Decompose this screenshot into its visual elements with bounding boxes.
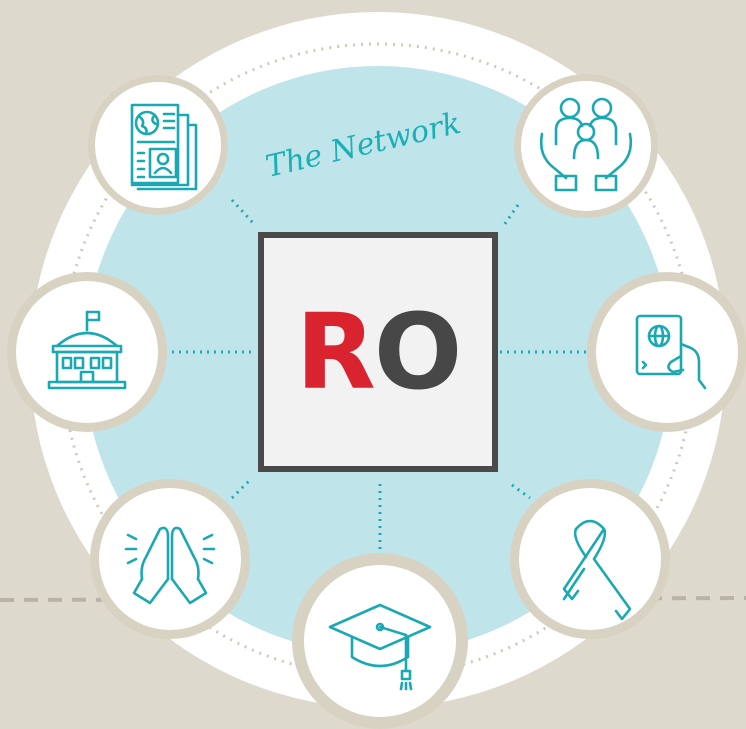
family-care-icon <box>539 97 633 192</box>
node-graduation-cap <box>292 553 468 729</box>
node-family-care <box>514 74 658 218</box>
node-passport <box>587 272 746 432</box>
connector-newspaper <box>230 198 257 227</box>
node-newspaper <box>88 75 228 215</box>
government-building-icon <box>47 310 127 390</box>
connectors <box>172 198 588 572</box>
center-logo: RO <box>258 232 498 472</box>
praying-hands-icon <box>124 526 216 605</box>
passport-icon <box>635 314 707 390</box>
awareness-ribbon-icon <box>562 519 632 621</box>
node-government-building <box>7 272 167 432</box>
logo-text: RO <box>296 300 463 404</box>
graduation-cap-icon <box>328 603 432 691</box>
connector-family <box>500 204 520 229</box>
connector-prayer <box>230 478 252 500</box>
node-awareness-ribbon <box>510 479 670 639</box>
logo-letter-r: R <box>295 291 376 413</box>
logo-letter-o: O <box>373 291 462 413</box>
newspaper-icon <box>130 103 198 191</box>
node-praying-hands <box>90 479 250 639</box>
